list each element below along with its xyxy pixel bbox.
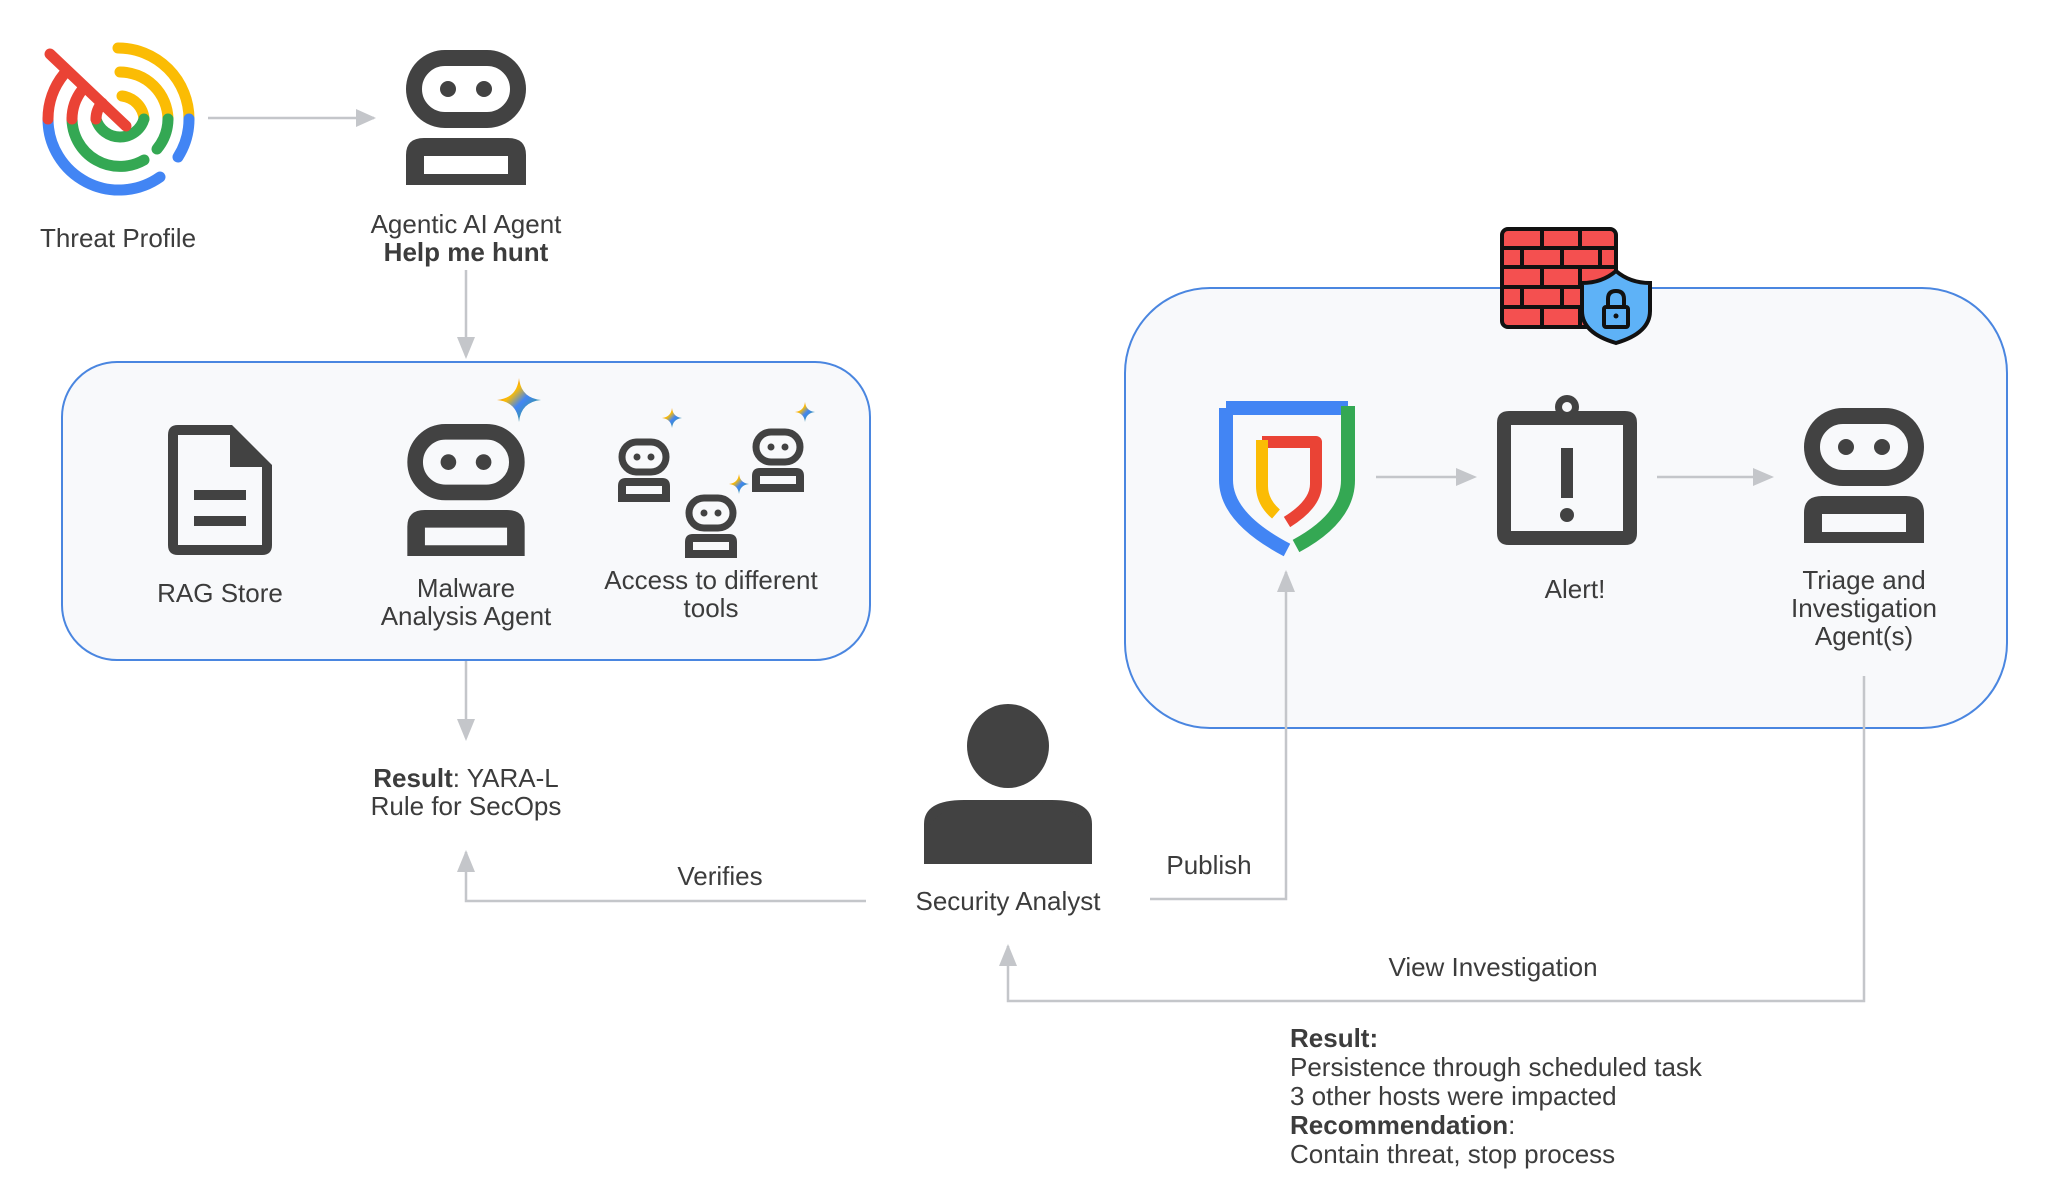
document-icon [168,425,272,555]
malware-agent-robot-icon [407,424,525,556]
firewall-lock-icon [1500,227,1652,346]
investigation-result-block: Result: Persistence through scheduled ta… [1290,1024,1702,1169]
malware-agent-label-line2: Analysis Agent [380,601,552,631]
threat-profile-radar-icon [42,42,195,196]
multi-robot-icon [618,402,815,558]
arrowhead-down [457,337,475,359]
agentic-agent-robot-icon [406,50,526,185]
view-investigation-connector [1006,676,1866,1003]
malware-agent-label-line1: Malware [416,573,516,603]
recommendation-line: Contain threat, stop process [1290,1139,1616,1169]
triage-agent-label-line2: Investigation [1791,593,1937,623]
arrowhead-down [457,719,475,741]
yara-result-text: : YARA-L [452,763,559,793]
recommendation-heading-line: Recommendation: [1290,1111,1702,1140]
rag-store-label: RAG Store [157,578,283,608]
verifies-edge-label: Verifies [677,861,763,891]
tools-label-line2: tools [683,593,739,623]
arrowhead-up [999,944,1017,966]
agentic-agent-label: Agentic AI Agent [370,209,562,239]
arrowhead-right [1456,468,1477,486]
threat-profile-label: Threat Profile [39,223,197,253]
alert-label: Alert! [1544,574,1606,604]
result-line: Persistence through scheduled task [1290,1052,1702,1082]
result-heading: Result: [1290,1023,1379,1053]
result-line: 3 other hosts were impacted [1290,1081,1617,1111]
publish-edge-label: Publish [1166,850,1252,880]
recommendation-heading: Recommendation [1290,1110,1509,1140]
person-icon [924,704,1092,864]
yara-result-line2: Rule for SecOps [370,791,562,821]
alert-clipboard-icon [1497,395,1637,545]
yara-result-heading: Result [373,763,453,793]
gemini-sparkle-icon [497,378,541,422]
arrowhead-right [1753,468,1774,486]
arrowhead-right [356,109,376,127]
triage-agent-label-line3: Agent(s) [1814,621,1914,651]
triage-agent-label-line1: Triage and [1802,565,1926,595]
recommendation-colon: : [1508,1110,1516,1140]
view-investigation-edge-label: View Investigation [1388,952,1598,982]
google-secops-shield-icon [1219,401,1355,557]
tools-label-line1: Access to different [604,565,818,595]
arrowhead-up [457,850,475,872]
publish-connector [1150,572,1288,901]
yara-result-line1: Result: YARA-L [373,764,558,793]
verifies-connector [464,852,866,903]
security-analyst-label: Security Analyst [915,886,1101,916]
agentic-agent-sublabel: Help me hunt [383,237,549,267]
arrowhead-up [1277,570,1295,592]
triage-agent-robot-icon [1804,408,1924,543]
